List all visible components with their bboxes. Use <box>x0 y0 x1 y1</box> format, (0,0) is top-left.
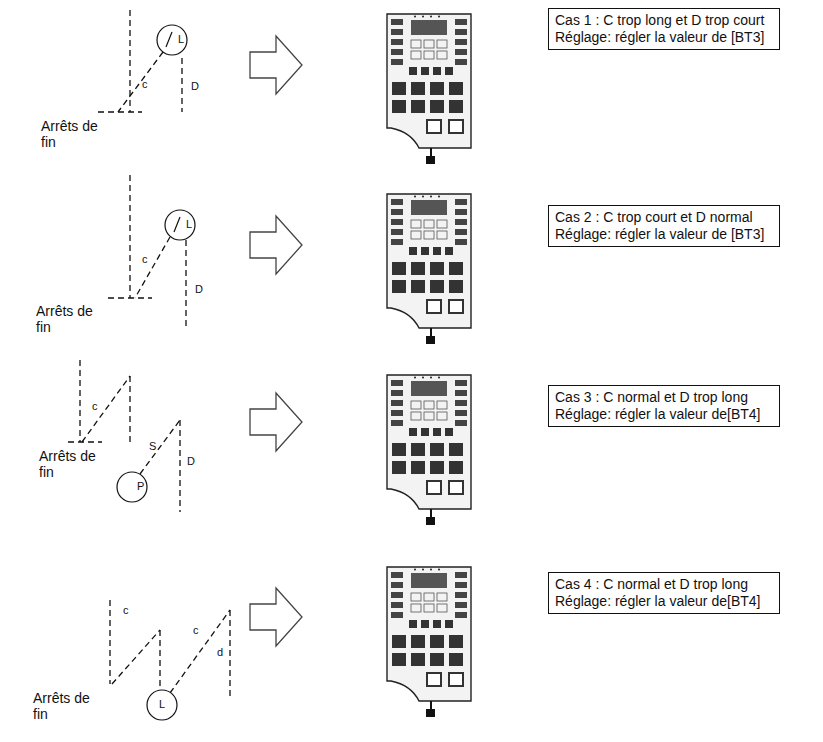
dimension-letter: c <box>192 624 200 637</box>
dimension-letter: c <box>122 604 130 617</box>
case-box: Cas 1 : C trop long et D trop courtRégla… <box>548 8 780 50</box>
case-title: Cas 2 : C trop court et D normal <box>555 209 773 226</box>
stop-label: Arrêts de fin <box>35 303 107 335</box>
case-title: Cas 1 : C trop long et D trop court <box>555 12 773 29</box>
dimension-letter: L <box>185 218 193 231</box>
case-box: Cas 3 : C normal et D trop longRéglage: … <box>548 385 780 427</box>
dimension-letter: D <box>186 455 196 468</box>
dimension-letter: d <box>216 646 224 659</box>
dimension-letter: c <box>141 78 149 91</box>
adjustment-text: Réglage: régler la valeur de [BT3] <box>555 29 773 46</box>
dimension-letter: L <box>158 698 166 711</box>
case-title: Cas 4 : C normal et D trop long <box>555 576 773 593</box>
case-box: Cas 2 : C trop court et D normalRéglage:… <box>548 205 780 247</box>
adjustment-text: Réglage: régler la valeur de[BT4] <box>555 406 773 423</box>
stop-label: Arrêts de fin <box>40 118 112 150</box>
pulley-circle <box>117 25 195 720</box>
adjustment-text: Réglage: régler la valeur de[BT4] <box>555 593 773 610</box>
dimension-letter: P <box>136 480 145 493</box>
pulley-mark <box>166 32 180 232</box>
stroke-sketch <box>68 10 230 696</box>
case-box: Cas 4 : C normal et D trop longRéglage: … <box>548 572 780 614</box>
dimension-letter: c <box>91 400 99 413</box>
stop-label: Arrêts de fin <box>32 690 104 722</box>
stop-label: Arrêts de fin <box>38 448 110 480</box>
dimension-letter: D <box>190 80 200 93</box>
adjustment-text: Réglage: régler la valeur de [BT3] <box>555 226 773 243</box>
dimension-letter: c <box>141 253 149 266</box>
dimension-letter: S <box>148 440 157 453</box>
dimension-letter: L <box>177 33 185 46</box>
case-title: Cas 3 : C normal et D trop long <box>555 389 773 406</box>
dimension-letter: D <box>194 283 204 296</box>
